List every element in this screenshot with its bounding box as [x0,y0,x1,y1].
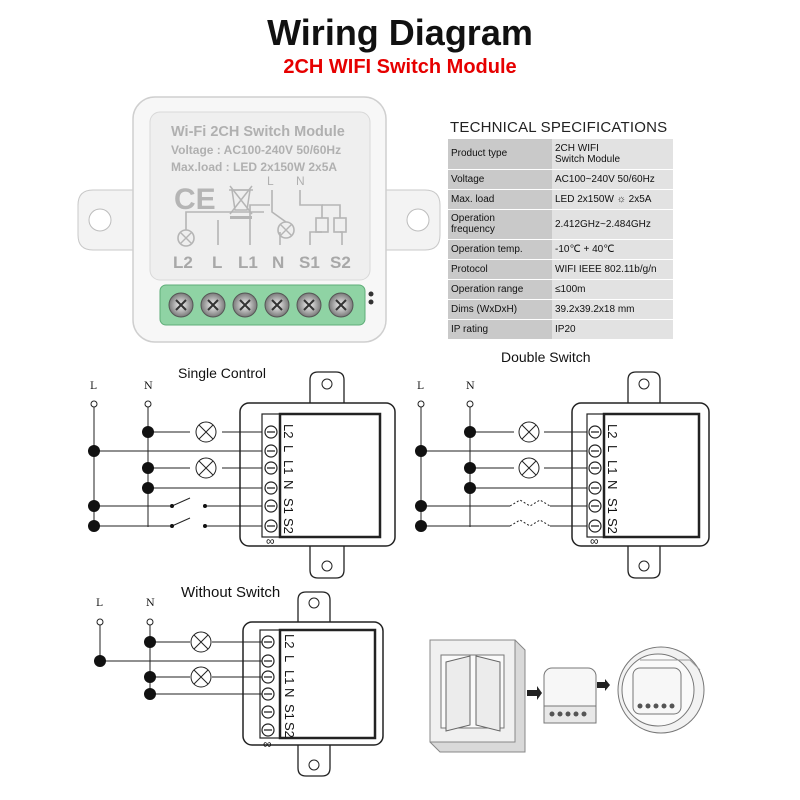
spec-row: Operation temp. -10℃ + 40℃ [448,239,673,260]
d3-neutral-label: N [146,598,155,609]
module-terminal-l: L [212,253,223,272]
d3-term-l1: L1 [282,670,297,685]
spec-row: Operation range ≤100m [448,279,673,300]
d2-term-s2: S2 [605,518,620,534]
spec-key: Operation frequency [448,209,552,240]
without-switch-diagram [99,591,384,777]
specs-table: Product type 2CH WIFI Switch Module Volt… [448,139,673,340]
spec-value: IP20 [552,319,673,340]
spec-value: AC100~240V 50/60Hz [552,169,673,190]
weee-bin-icon [229,185,253,215]
d2-term-s1: S1 [605,498,620,514]
d3-line-label: L [96,598,103,609]
d1-term-l1: L1 [281,460,296,475]
d1-neutral-label: N [144,381,153,392]
single-control-label: Single Control [178,365,266,381]
module-terminal-s1: S1 [299,253,320,272]
specs-title: TECHNICAL SPECIFICATIONS [450,119,668,136]
d2-term-l2: L2 [605,424,620,439]
d2-inf-symbol: ∞ [590,534,599,548]
spec-row: IP rating IP20 [448,319,673,340]
d3-term-n: N [282,688,297,698]
module-voltage-text: Voltage : AC100-240V 50/60Hz [171,143,342,157]
d2-line-label: L [417,381,424,392]
spec-key: Max. load [448,189,552,210]
product-module-image [77,96,441,343]
spec-value: 2CH WIFI Switch Module [552,139,673,170]
spec-value: LED 2x150W ☼ 2x5A [552,189,673,210]
module-maxload-text: Max.load : LED 2x150W 2x5A [171,160,338,174]
without-switch-dots [94,618,156,700]
single-control-diagram [93,371,396,579]
page-title: Wiring Diagram [267,12,533,53]
without-switch-terminals [261,635,275,737]
d2-neutral-label: N [466,381,475,392]
d1-inf-symbol: ∞ [266,534,275,548]
spec-value: 39.2x39.2x18 mm [552,299,673,320]
installation-illustration [429,639,705,753]
spec-value: ≤100m [552,279,673,300]
ce-mark-icon: CE [174,183,216,216]
spec-key: Operation temp. [448,239,552,260]
module-terminal-l2: L2 [173,253,193,272]
d1-term-s2: S2 [281,518,296,534]
module-top-label-n: N [296,174,305,188]
d3-term-s1: S1 [282,704,297,720]
d1-term-s1: S1 [281,498,296,514]
single-control-dots [88,400,207,532]
module-name-text: Wi-Fi 2CH Switch Module [171,124,345,140]
d1-term-l2: L2 [281,424,296,439]
spec-value: 2.412GHz~2.484GHz [552,209,673,240]
spec-key: Operation range [448,279,552,300]
module-terminal-l1: L1 [238,253,258,272]
spec-key: IP rating [448,319,552,340]
spec-row: Product type 2CH WIFI Switch Module [448,139,673,170]
module-terminal-n: N [272,253,285,272]
spec-row: Voltage AC100~240V 50/60Hz [448,169,673,190]
module-terminal-s2: S2 [330,253,351,272]
d3-inf-symbol: ∞ [263,737,272,751]
module-top-label-l: L [267,174,274,188]
spec-key: Product type [448,139,552,170]
page-subtitle: 2CH WIFI Switch Module [283,56,517,78]
d1-term-n: N [281,480,296,490]
d3-term-l: L [282,655,297,663]
double-switch-dots [415,400,476,532]
double-switch-label: Double Switch [501,349,591,365]
double-switch-terminals [588,425,602,533]
d1-line-label: L [90,381,97,392]
double-switch-diagram [420,371,710,579]
d3-term-l2: L2 [282,634,297,649]
spec-row: Dims (WxDxH) 39.2x39.2x18 mm [448,299,673,320]
spec-key: Protocol [448,259,552,280]
terminal-screws [168,292,354,318]
spec-key: Voltage [448,169,552,190]
d2-term-l: L [605,445,620,453]
spec-row: Protocol WIFI IEEE 802.11b/g/n [448,259,673,280]
spec-row: Max. load LED 2x150W ☼ 2x5A [448,189,673,210]
single-control-terminals [264,425,278,533]
spec-key: Dims (WxDxH) [448,299,552,320]
spec-value: -10℃ + 40℃ [552,239,673,260]
spec-value: WIFI IEEE 802.11b/g/n [552,259,673,280]
d1-term-l: L [281,445,296,453]
spec-row: Operation frequency 2.412GHz~2.484GHz [448,209,673,240]
d2-term-n: N [605,480,620,490]
d3-term-s2: S2 [282,722,297,738]
without-switch-label: Without Switch [181,584,281,601]
d2-term-l1: L1 [605,460,620,475]
